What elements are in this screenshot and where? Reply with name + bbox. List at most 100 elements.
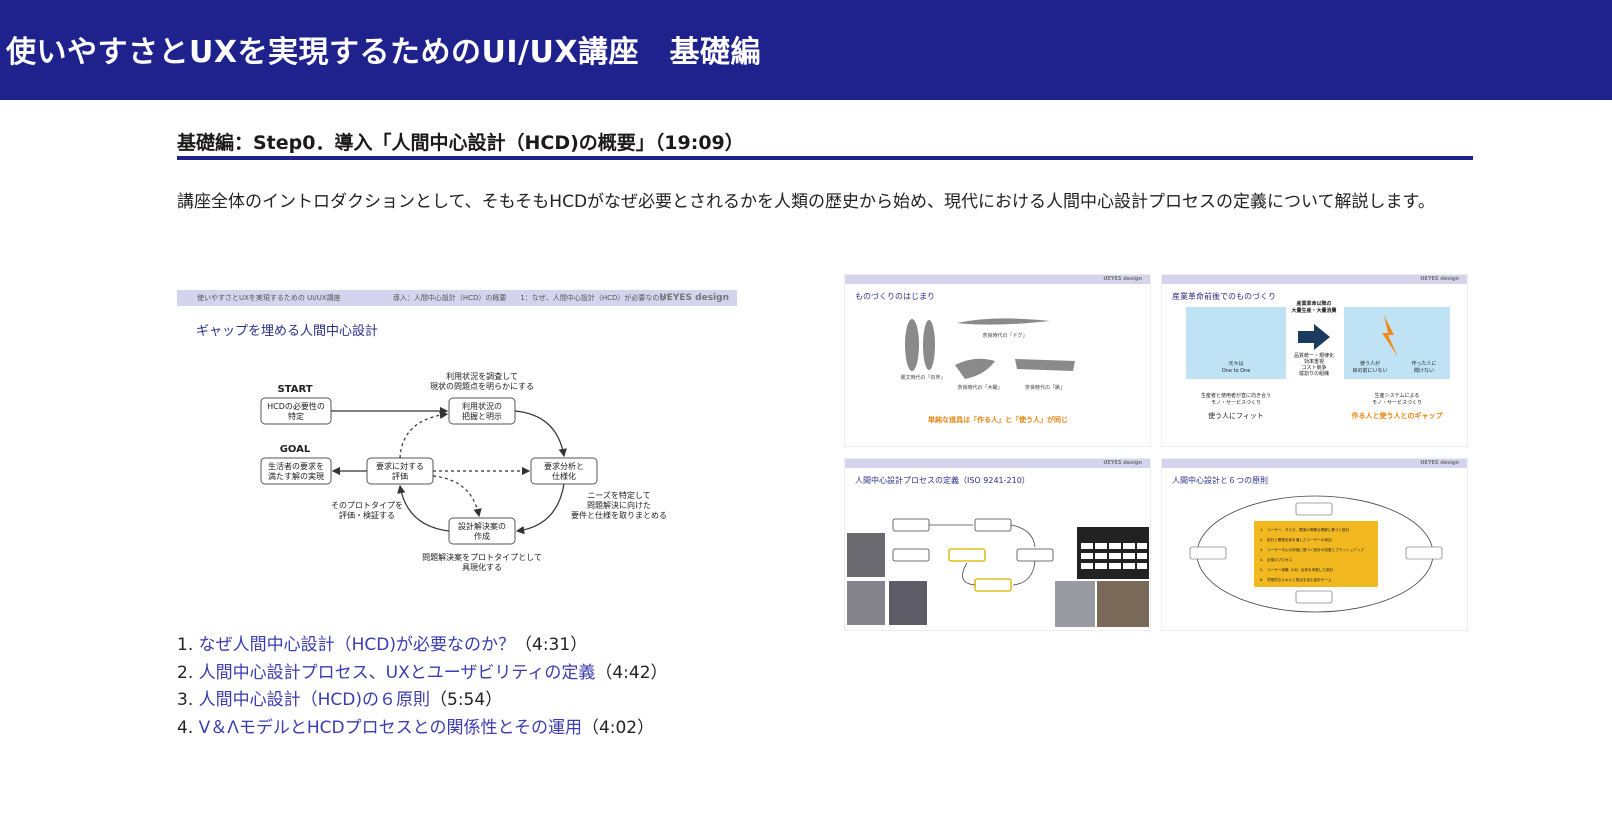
- right-panel-l2: 目の前にいない: [1352, 367, 1387, 374]
- eval-box-l2: 評価: [392, 471, 408, 481]
- goal-box-l1: 生活者の要求を: [268, 461, 324, 471]
- right-panel-l3: 作った人に: [1411, 360, 1436, 367]
- ancient-tools-illustration: 縄文時代の「石斧」 奈良時代の「ドグ」 奈良時代の「木鋤」 奈良時代の「鍬」 単…: [900, 318, 1075, 424]
- slide-thumbnail-iso-9241: UEYES design 人間中心設計プロセスの定義（ISO 9241-210）: [844, 458, 1151, 631]
- main-slide-image: 使いやすさとUXを実現するための UI/UX講座 導入：人間中心設計（HCD）の…: [177, 290, 737, 590]
- page-header: 使いやすさとUXを実現するためのUI/UX講座 基礎編: [0, 0, 1612, 100]
- req-box-l2: 仕様化: [552, 471, 576, 481]
- left-caption-l2: モノ・サービスづくり: [1211, 399, 1261, 406]
- chapter-link-2[interactable]: 人間中心設計プロセス、UXとユーザビリティの定義: [198, 662, 596, 683]
- principle-3: 3. ユーザー中心の評価に基づく設計の改善とブラッシュアップ: [1260, 547, 1364, 552]
- design-box-l1: 設計解決案の: [458, 521, 506, 531]
- context-box-l1: 利用状況の: [462, 401, 502, 411]
- slide-title: 人間中心設計と６つの原則: [1172, 476, 1268, 485]
- section-title: 基礎編：Step0．導入「人間中心設計（HCD)の概要」（19:09）: [177, 132, 744, 154]
- mid-note-l3: コスト競争: [1301, 364, 1326, 371]
- slide-brand-logo: UEYES design: [659, 293, 729, 303]
- slide-brand-logo: UEYES design: [1420, 276, 1459, 282]
- slide-title: 産業革命前後でのものづくり: [1172, 292, 1276, 301]
- iso-process-illustration: [847, 518, 1149, 627]
- slide-header-bar: UEYES design: [845, 275, 1150, 284]
- chapter-duration: （4:42）: [595, 662, 668, 683]
- note-bottom-l1: 問題解決案をプロトタイプとして: [422, 552, 542, 562]
- chapter-duration: （4:31）: [515, 635, 588, 655]
- section-title-underline: [177, 156, 1473, 160]
- note-right-l1: ニーズを特定して: [587, 490, 650, 500]
- right-panel-l1: 使う人が: [1360, 360, 1380, 367]
- chapter-number: 2.: [177, 662, 199, 683]
- hcd-box-l2: 特定: [288, 411, 304, 421]
- slide-header-bar: UEYES design: [1162, 275, 1467, 284]
- six-principles-illustration: 1. ユーザー、タスク、環境の明確な理解に基づく設計 2. 設計と開発全体を通し…: [1189, 495, 1443, 613]
- slide-title: 人間中心設計プロセスの定義（ISO 9241-210）: [855, 476, 1030, 485]
- section-description: 講座全体のイントロダクションとして、そもそもHCDがなぜ必要とされるかを人類の歴…: [177, 192, 1435, 212]
- industrial-revolution-illustration: 産業革命以降の 大量生産・大量消費 元々は One to One 品質統一・規律…: [1186, 300, 1450, 420]
- slide-header-bar: 使いやすさとUXを実現するための UI/UX講座 導入：人間中心設計（HCD）の…: [177, 290, 737, 306]
- chapter-link-3[interactable]: 人間中心設計（HCD)の６原則: [198, 690, 431, 710]
- right-panel-l4: 聞けない: [1414, 367, 1434, 374]
- left-panel-l2: One to One: [1222, 368, 1251, 374]
- slide-caption: 単純な道具は「作る人」と「使う人」が同じ: [928, 415, 1068, 424]
- note-bottom-l2: 具現化する: [462, 562, 502, 572]
- principle-1: 1. ユーザー、タスク、環境の明確な理解に基づく設計: [1260, 527, 1350, 532]
- slide-course-label: 使いやすさとUXを実現するための UI/UX講座: [197, 294, 341, 302]
- chapter-duration: （5:54）: [430, 690, 503, 710]
- note-left-l2: 評価・検証する: [339, 510, 395, 520]
- hcd-box-l1: HCDの必要性の: [267, 401, 325, 411]
- design-box-l2: 作成: [474, 531, 490, 541]
- eval-box-l1: 要求に対する: [376, 461, 424, 471]
- slide-title: ギャップを埋める人間中心設計: [196, 324, 379, 339]
- slide-title: ものづくりのはじまり: [855, 292, 935, 301]
- principle-6: 6. 学際的なスキルと視点を含む設計チーム: [1260, 577, 1332, 582]
- principle-5: 5. ユーザー体験（UX）全体を考慮した設計: [1260, 567, 1334, 572]
- mid-note-l1: 品質統一・規律化: [1294, 352, 1334, 359]
- page-title: 使いやすさとUXを実現するためのUI/UX講座 基礎編: [6, 35, 761, 70]
- top-note-l1: 産業革命以降の: [1296, 300, 1331, 307]
- slide-brand-logo: UEYES design: [1420, 460, 1459, 466]
- chapter-number: 3.: [177, 690, 199, 710]
- note-right-l3: 要件と仕様を取りまとめる: [571, 510, 667, 520]
- right-caption-l2: モノ・サービスづくり: [1372, 399, 1422, 406]
- slide-thumbnail-monozukuri: UEYES design ものづくりのはじまり 縄文時代の「石斧」 奈良時代の「…: [844, 274, 1151, 447]
- left-panel-l1: 元々は: [1228, 360, 1243, 367]
- chapter-number: 1.: [177, 635, 199, 655]
- chapter-duration: （4:02）: [581, 717, 655, 738]
- slide-header-bar: UEYES design: [845, 459, 1150, 468]
- chapter-link-4[interactable]: V＆ΛモデルとHCDプロセスとの関係性とその運用: [198, 717, 582, 738]
- chapter-item: 2. 人間中心設計プロセス、UXとユーザビリティの定義（4:42）: [177, 660, 668, 688]
- chapter-number: 4.: [177, 717, 199, 738]
- right-caption-l1: 生産システムによる: [1375, 392, 1420, 399]
- slide-header-bar: UEYES design: [1162, 459, 1467, 468]
- label-kuwa: 奈良時代の「鍬」: [1025, 384, 1065, 391]
- req-box-l1: 要求分析と: [544, 461, 584, 471]
- slide-chapter-label: 導入：人間中心設計（HCD）の概要 1：なぜ、人間中心設計（HCD）が必要なのか…: [392, 294, 674, 302]
- chapter-item: 4. V＆ΛモデルとHCDプロセスとの関係性とその運用（4:02）: [177, 715, 668, 743]
- right-caption-l3: 作る人と使う人とのギャップ: [1352, 411, 1444, 420]
- left-caption-l3: 使う人にフィット: [1208, 411, 1264, 420]
- goal-label: GOAL: [280, 444, 311, 455]
- note-left-l1: そのプロトタイプを: [331, 501, 403, 510]
- slide-brand-logo: UEYES design: [1103, 276, 1142, 282]
- label-kisuki: 奈良時代の「木鋤」: [957, 384, 1002, 391]
- principle-4: 4. 反復のプロセス: [1260, 557, 1293, 562]
- label-dogu: 奈良時代の「ドグ」: [982, 332, 1027, 339]
- slide-thumbnail-six-principles: UEYES design 人間中心設計と６つの原則 1. ユーザー、タスク、環境…: [1161, 458, 1468, 631]
- chapter-list: 1. なぜ人間中心設計（HCD)が必要なのか？（4:31） 2. 人間中心設計プ…: [177, 632, 668, 742]
- start-label: START: [277, 384, 312, 395]
- left-caption-l1: 生産者と使用者が直に向き合う: [1201, 392, 1271, 399]
- goal-box-l2: 満たす解の実現: [268, 471, 324, 481]
- slide-brand-logo: UEYES design: [1103, 460, 1142, 466]
- note-top-l2: 現状の問題点を明らかにする: [430, 381, 534, 391]
- note-top-l1: 利用状況を調査して: [446, 371, 518, 381]
- context-box-l2: 把握と明示: [462, 411, 502, 421]
- slide-thumbnail-industrial-revolution: UEYES design 産業革命前後でのものづくり 産業革命以降の 大量生産・…: [1161, 274, 1468, 447]
- label-stone-axe: 縄文時代の「石斧」: [900, 374, 945, 381]
- chapter-link-1[interactable]: なぜ人間中心設計（HCD)が必要なのか？: [198, 635, 516, 655]
- chapter-item: 3. 人間中心設計（HCD)の６原則（5:54）: [177, 687, 668, 715]
- note-right-l2: 問題解決に向けた: [587, 500, 651, 510]
- chapter-item: 1. なぜ人間中心設計（HCD)が必要なのか？（4:31）: [177, 632, 668, 660]
- principle-2: 2. 設計と開発全体を通したユーザーの参加: [1260, 537, 1332, 542]
- mid-note-l2: 効率重視: [1304, 358, 1324, 365]
- top-note-l2: 大量生産・大量消費: [1291, 307, 1337, 314]
- mid-note-l4: 縦割りの組織: [1299, 370, 1329, 377]
